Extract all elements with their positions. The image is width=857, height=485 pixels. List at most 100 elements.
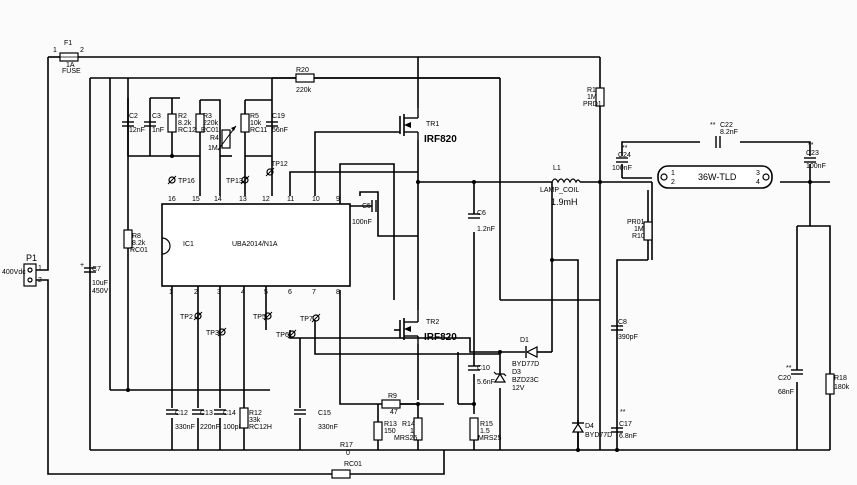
f1-ref: F1 xyxy=(64,40,72,47)
c8-value: 390pF xyxy=(618,334,638,341)
resistor-r18: R18 180k xyxy=(825,373,850,395)
r9-ref: R9 xyxy=(388,393,397,400)
r8-value: 8.2k xyxy=(132,240,146,247)
r18-value: 180k xyxy=(834,384,850,391)
r2-value: 8.2k xyxy=(178,120,192,127)
r20-value: 220k xyxy=(296,87,312,94)
capacitor-c22: ** C22 8.2nF xyxy=(710,122,738,148)
c10-ref: C10 xyxy=(477,365,490,372)
r5-footprint: RC11 xyxy=(250,127,267,134)
test-point-tp6: TP6 xyxy=(276,329,297,339)
capacitor-c24: ** C24 100nF xyxy=(612,145,632,172)
d1-ref: D1 xyxy=(520,337,529,344)
resistor-r12: R12 33k RC12H xyxy=(239,407,272,431)
l1-value: 1.9mH xyxy=(551,197,578,207)
c6-value: 1.2nF xyxy=(477,226,495,233)
c5-value: 100nF xyxy=(352,219,372,226)
r8-footprint: RC01 xyxy=(130,247,148,254)
r12-ref: R12 xyxy=(249,410,262,417)
r14-value: 1 xyxy=(410,428,414,435)
capacitor-c23: ** C23 100nF xyxy=(804,142,826,170)
resistor-r3: R3 220k RC01 xyxy=(195,113,219,134)
r5-ref: R5 xyxy=(250,113,259,120)
ic-pin-7: 7 xyxy=(312,289,316,296)
c5-ref: C5 xyxy=(362,203,371,210)
ic-pin-9: 9 xyxy=(336,196,340,203)
resistor-r8: R8 8.2k RC01 xyxy=(123,229,148,254)
resistor-r17: R17 0 RC01 xyxy=(331,442,362,479)
f1-pin2: 2 xyxy=(80,47,84,54)
resistor-r2: R2 8.2k RC12H xyxy=(167,113,201,134)
test-point-tp2: TP2 xyxy=(180,311,203,321)
resistor-r14: R14 1 MRS25 xyxy=(394,417,423,442)
test-point-tp13: TP13 xyxy=(226,175,250,185)
capacitor-c20: ** C20 68nF xyxy=(778,365,803,396)
p1-pin2: 2 xyxy=(38,277,42,284)
ic-pin-12: 12 xyxy=(262,196,270,203)
capacitor-c2: C2 12nF xyxy=(122,113,145,134)
capacitor-c13: C13 220nF xyxy=(192,409,220,431)
potentiometer-r4: R4 1M xyxy=(208,125,237,152)
r18-ref: R18 xyxy=(834,375,847,382)
lamp-pin4: 4 xyxy=(756,179,760,186)
c22-ref: C22 xyxy=(720,122,733,129)
zener-d3: D3 BZD23C 12V xyxy=(493,369,539,392)
fluorescent-lamp: 36W-TLD 1 2 3 4 xyxy=(657,165,773,189)
ic-pin-6: 6 xyxy=(288,289,292,296)
f1-pin1: 1 xyxy=(53,47,57,54)
fuse-f1: F1 1A FUSE 1 2 xyxy=(53,40,84,75)
c12-ref: C12 xyxy=(175,410,188,417)
r4-ref: R4 xyxy=(210,135,219,142)
c8-ref: C8 xyxy=(618,319,627,326)
svg-text:TP13: TP13 xyxy=(226,178,243,185)
resistor-r9: R9 47 xyxy=(381,393,401,416)
l1-ref: L1 xyxy=(553,165,561,172)
c23-value: 100nF xyxy=(806,163,826,170)
ic-pin-13: 13 xyxy=(239,196,247,203)
tr1-ref: TR1 xyxy=(426,121,439,128)
c17-mark: ** xyxy=(620,409,626,416)
r15-ref: R15 xyxy=(480,421,493,428)
capacitor-c6: C6 1.2nF xyxy=(468,210,495,233)
mosfet-tr1: TR1 IRF820 xyxy=(399,108,457,145)
c23-ref: C23 xyxy=(806,150,819,157)
capacitor-c10: C10 5.6nF xyxy=(468,365,495,386)
test-points: TP16 TP13 TP12 TP2 TP3 TP5 TP6 TP7 xyxy=(167,161,321,339)
tr1-part: IRF820 xyxy=(424,134,457,145)
r5-value: 10k xyxy=(250,120,262,127)
svg-text:TP7: TP7 xyxy=(300,316,313,323)
ic-pin-16: 16 xyxy=(168,196,176,203)
r2-ref: R2 xyxy=(178,113,187,120)
r3-value: 220k xyxy=(203,120,219,127)
capacitor-c7: + C7 10uF 450V xyxy=(80,262,109,295)
test-point-tp3: TP3 xyxy=(206,327,227,337)
mosfet-tr2: TR2 IRF820 xyxy=(399,310,457,344)
ic-pin-5: 5 xyxy=(264,289,268,296)
r15-footprint: MRS25 xyxy=(478,435,501,442)
resistor-r10: PR01 1M R10 xyxy=(627,219,653,241)
r14-ref: R14 xyxy=(402,421,415,428)
r3-ref: R3 xyxy=(203,113,212,120)
d1-part: BYD77D xyxy=(512,361,539,368)
lamp-pin1: 1 xyxy=(671,170,675,177)
ic-pin-8: 8 xyxy=(336,289,340,296)
ic-pin-10: 10 xyxy=(312,196,320,203)
f1-type: FUSE xyxy=(62,68,81,75)
resistor-r5: R5 10k RC11 xyxy=(240,113,267,134)
test-point-tp16: TP16 xyxy=(167,175,195,185)
r17-footprint: RC01 xyxy=(344,461,362,468)
r4-value: 1M xyxy=(208,145,218,152)
c19-value: 56nF xyxy=(272,127,288,134)
r14-footprint: MRS25 xyxy=(394,435,417,442)
p1-voltage: 400Vdc xyxy=(2,269,26,276)
resistor-r1: R1 1M PRD1 xyxy=(583,87,605,108)
ic-pin-14: 14 xyxy=(214,196,222,203)
wires xyxy=(30,56,831,475)
r2-footprint: RC12H xyxy=(178,127,201,134)
c20-ref: C20 xyxy=(778,375,791,382)
r10-ref: PR01 xyxy=(627,219,645,226)
c14-value: 100pF xyxy=(223,424,243,431)
c10-value: 5.6nF xyxy=(477,379,495,386)
svg-text:TP6: TP6 xyxy=(276,332,289,339)
